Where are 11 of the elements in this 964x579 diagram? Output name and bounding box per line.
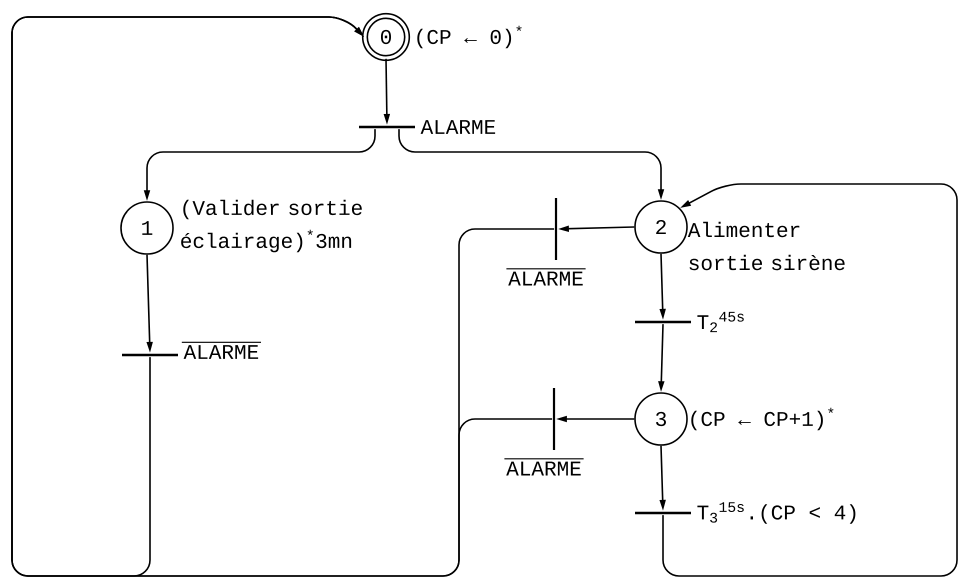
step-action: (CP ← CP+1)$^{*}$ (691, 408, 834, 430)
transition-condition: ALARME (182, 342, 262, 359)
step-action: (CP ← 0)$^{*}$ (417, 26, 522, 48)
step-action: (Valider sortie éclairage)$^{*}$3mn (181, 200, 362, 252)
transition-condition: T$_{3}$$^{15s}$.(CP < 4) (697, 502, 856, 524)
transition-condition: ALARME (420, 120, 496, 134)
arrow (662, 183, 958, 577)
transition-condition: ALARME (506, 268, 586, 286)
transition-condition: T$_{2}$45s (697, 312, 744, 332)
transition-condition: ALARME (504, 458, 584, 476)
step-action: Alimenter sortie sirène (688, 222, 845, 270)
